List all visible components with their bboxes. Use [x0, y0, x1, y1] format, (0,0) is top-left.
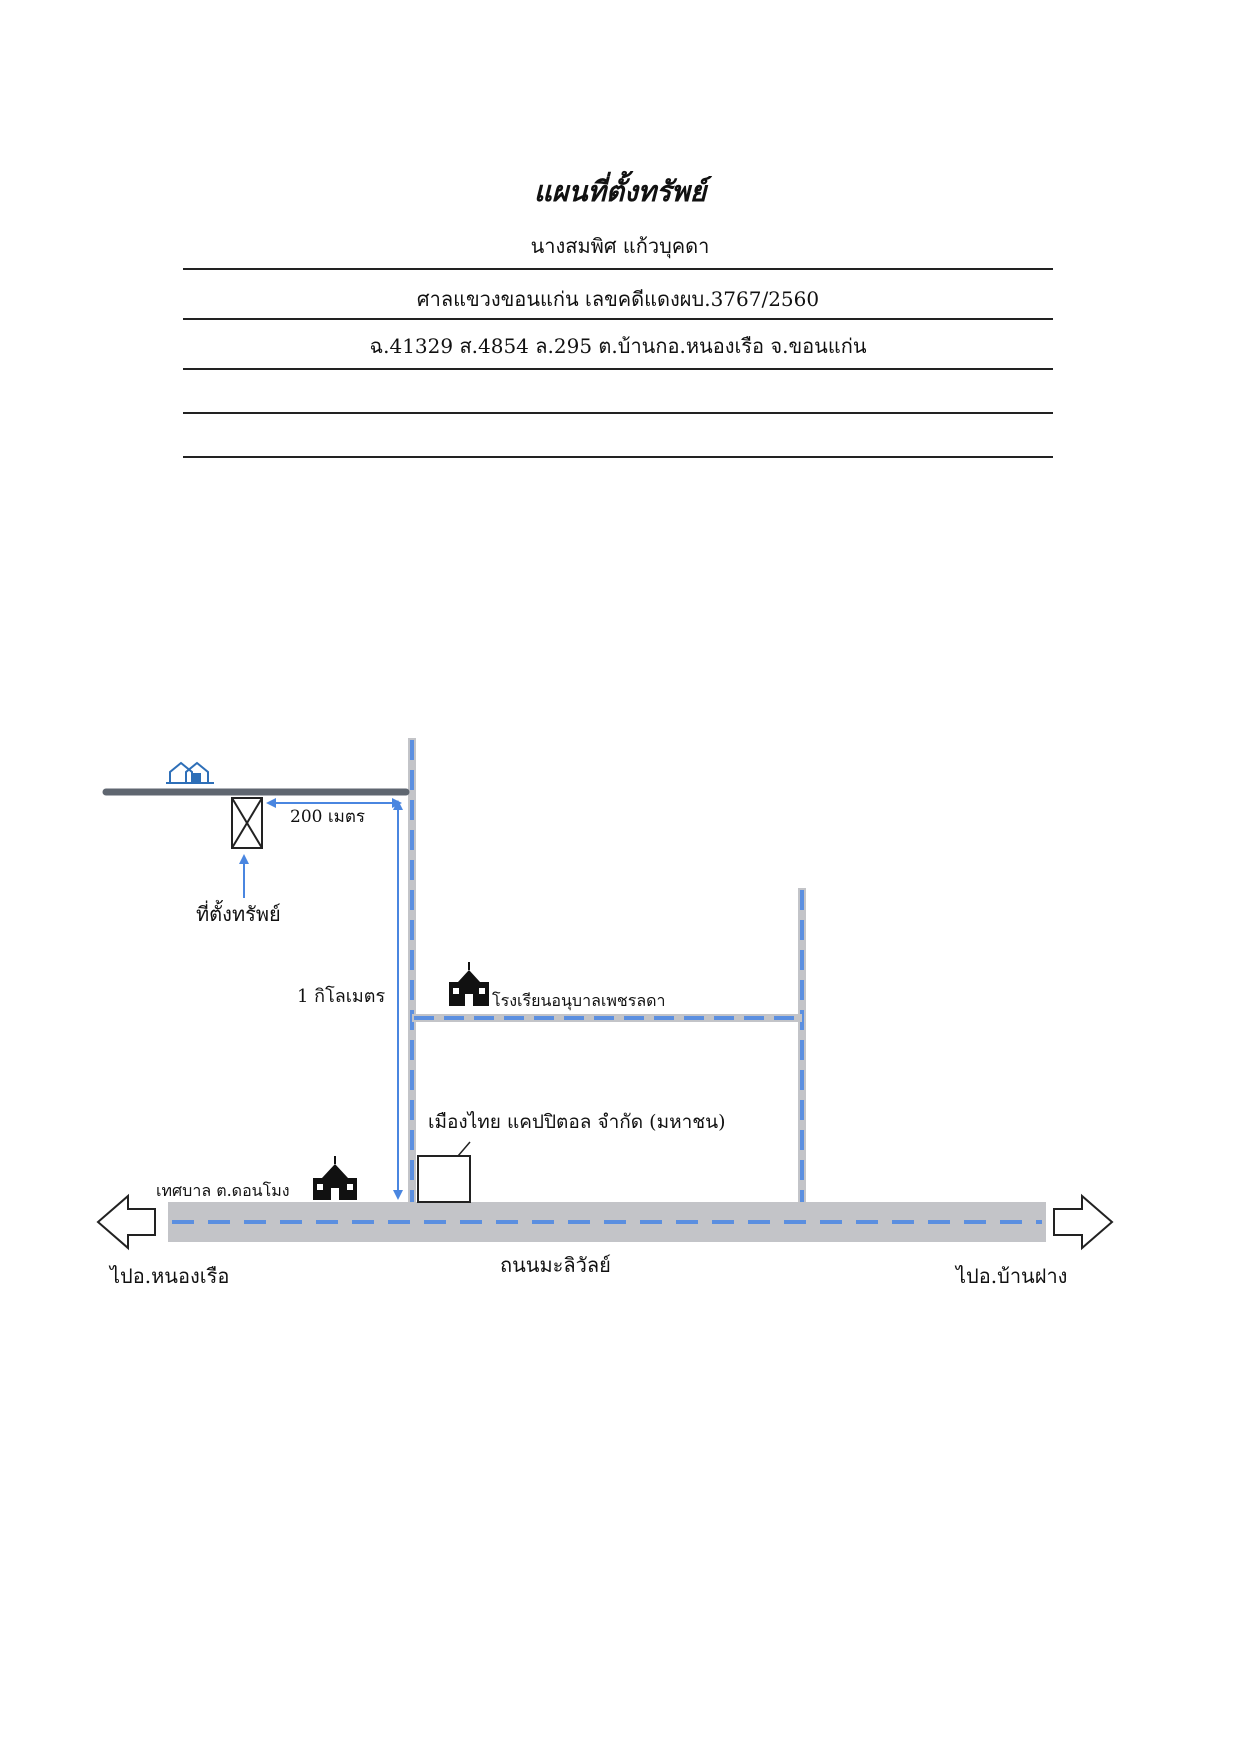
company-leader-line: [457, 1141, 471, 1157]
owner-name: นางสมพิศ แก้วบุคดา: [530, 234, 710, 258]
label-company: เมืองไทย แคปปิตอล จำกัด (มหาชน): [428, 1111, 726, 1133]
divider-line: [183, 268, 1053, 270]
arrow-left-icon: [96, 1193, 156, 1251]
school-icon: [449, 962, 489, 1006]
label-to-left: ไปอ.หนองเรือ: [108, 1264, 229, 1288]
label-municipality: เทศบาล ต.ดอนโมง: [156, 1181, 290, 1200]
side-road-right: [798, 888, 806, 1204]
label-to-right: ไปอ.บ้านฝาง: [954, 1264, 1067, 1288]
company-building: [417, 1155, 471, 1203]
property-marker: [231, 797, 263, 849]
label-road-name: ถนนมะลิวัลย์: [500, 1253, 611, 1277]
main-road: [168, 1202, 1046, 1242]
parcel-line: ฉ.41329 ส.4854 ล.295 ต.บ้านกอ.หนองเรือ จ…: [369, 334, 867, 358]
label-school: โรงเรียนอนุบาลเพชรลดา: [492, 991, 666, 1011]
divider-line: [183, 318, 1053, 320]
connector-road: [412, 1014, 802, 1022]
house-icon: [166, 761, 214, 784]
label-1km: 1 กิโลเมตร: [297, 985, 385, 1007]
map-title: แผนที่ตั้งทรัพย์: [533, 175, 707, 208]
label-200m: 200 เมตร: [290, 807, 365, 827]
blank-line: [183, 456, 1053, 458]
side-road-left: [408, 738, 416, 1204]
court-case-line: ศาลแขวงขอนแก่น เลขคดีแดงผบ.3767/2560: [416, 287, 820, 311]
arrow-right-icon: [1053, 1193, 1114, 1251]
divider-line: [183, 368, 1053, 370]
label-property-location: ที่ตั้งทรัพย์: [196, 900, 281, 926]
blank-line: [183, 412, 1053, 414]
municipality-icon: [313, 1156, 357, 1200]
